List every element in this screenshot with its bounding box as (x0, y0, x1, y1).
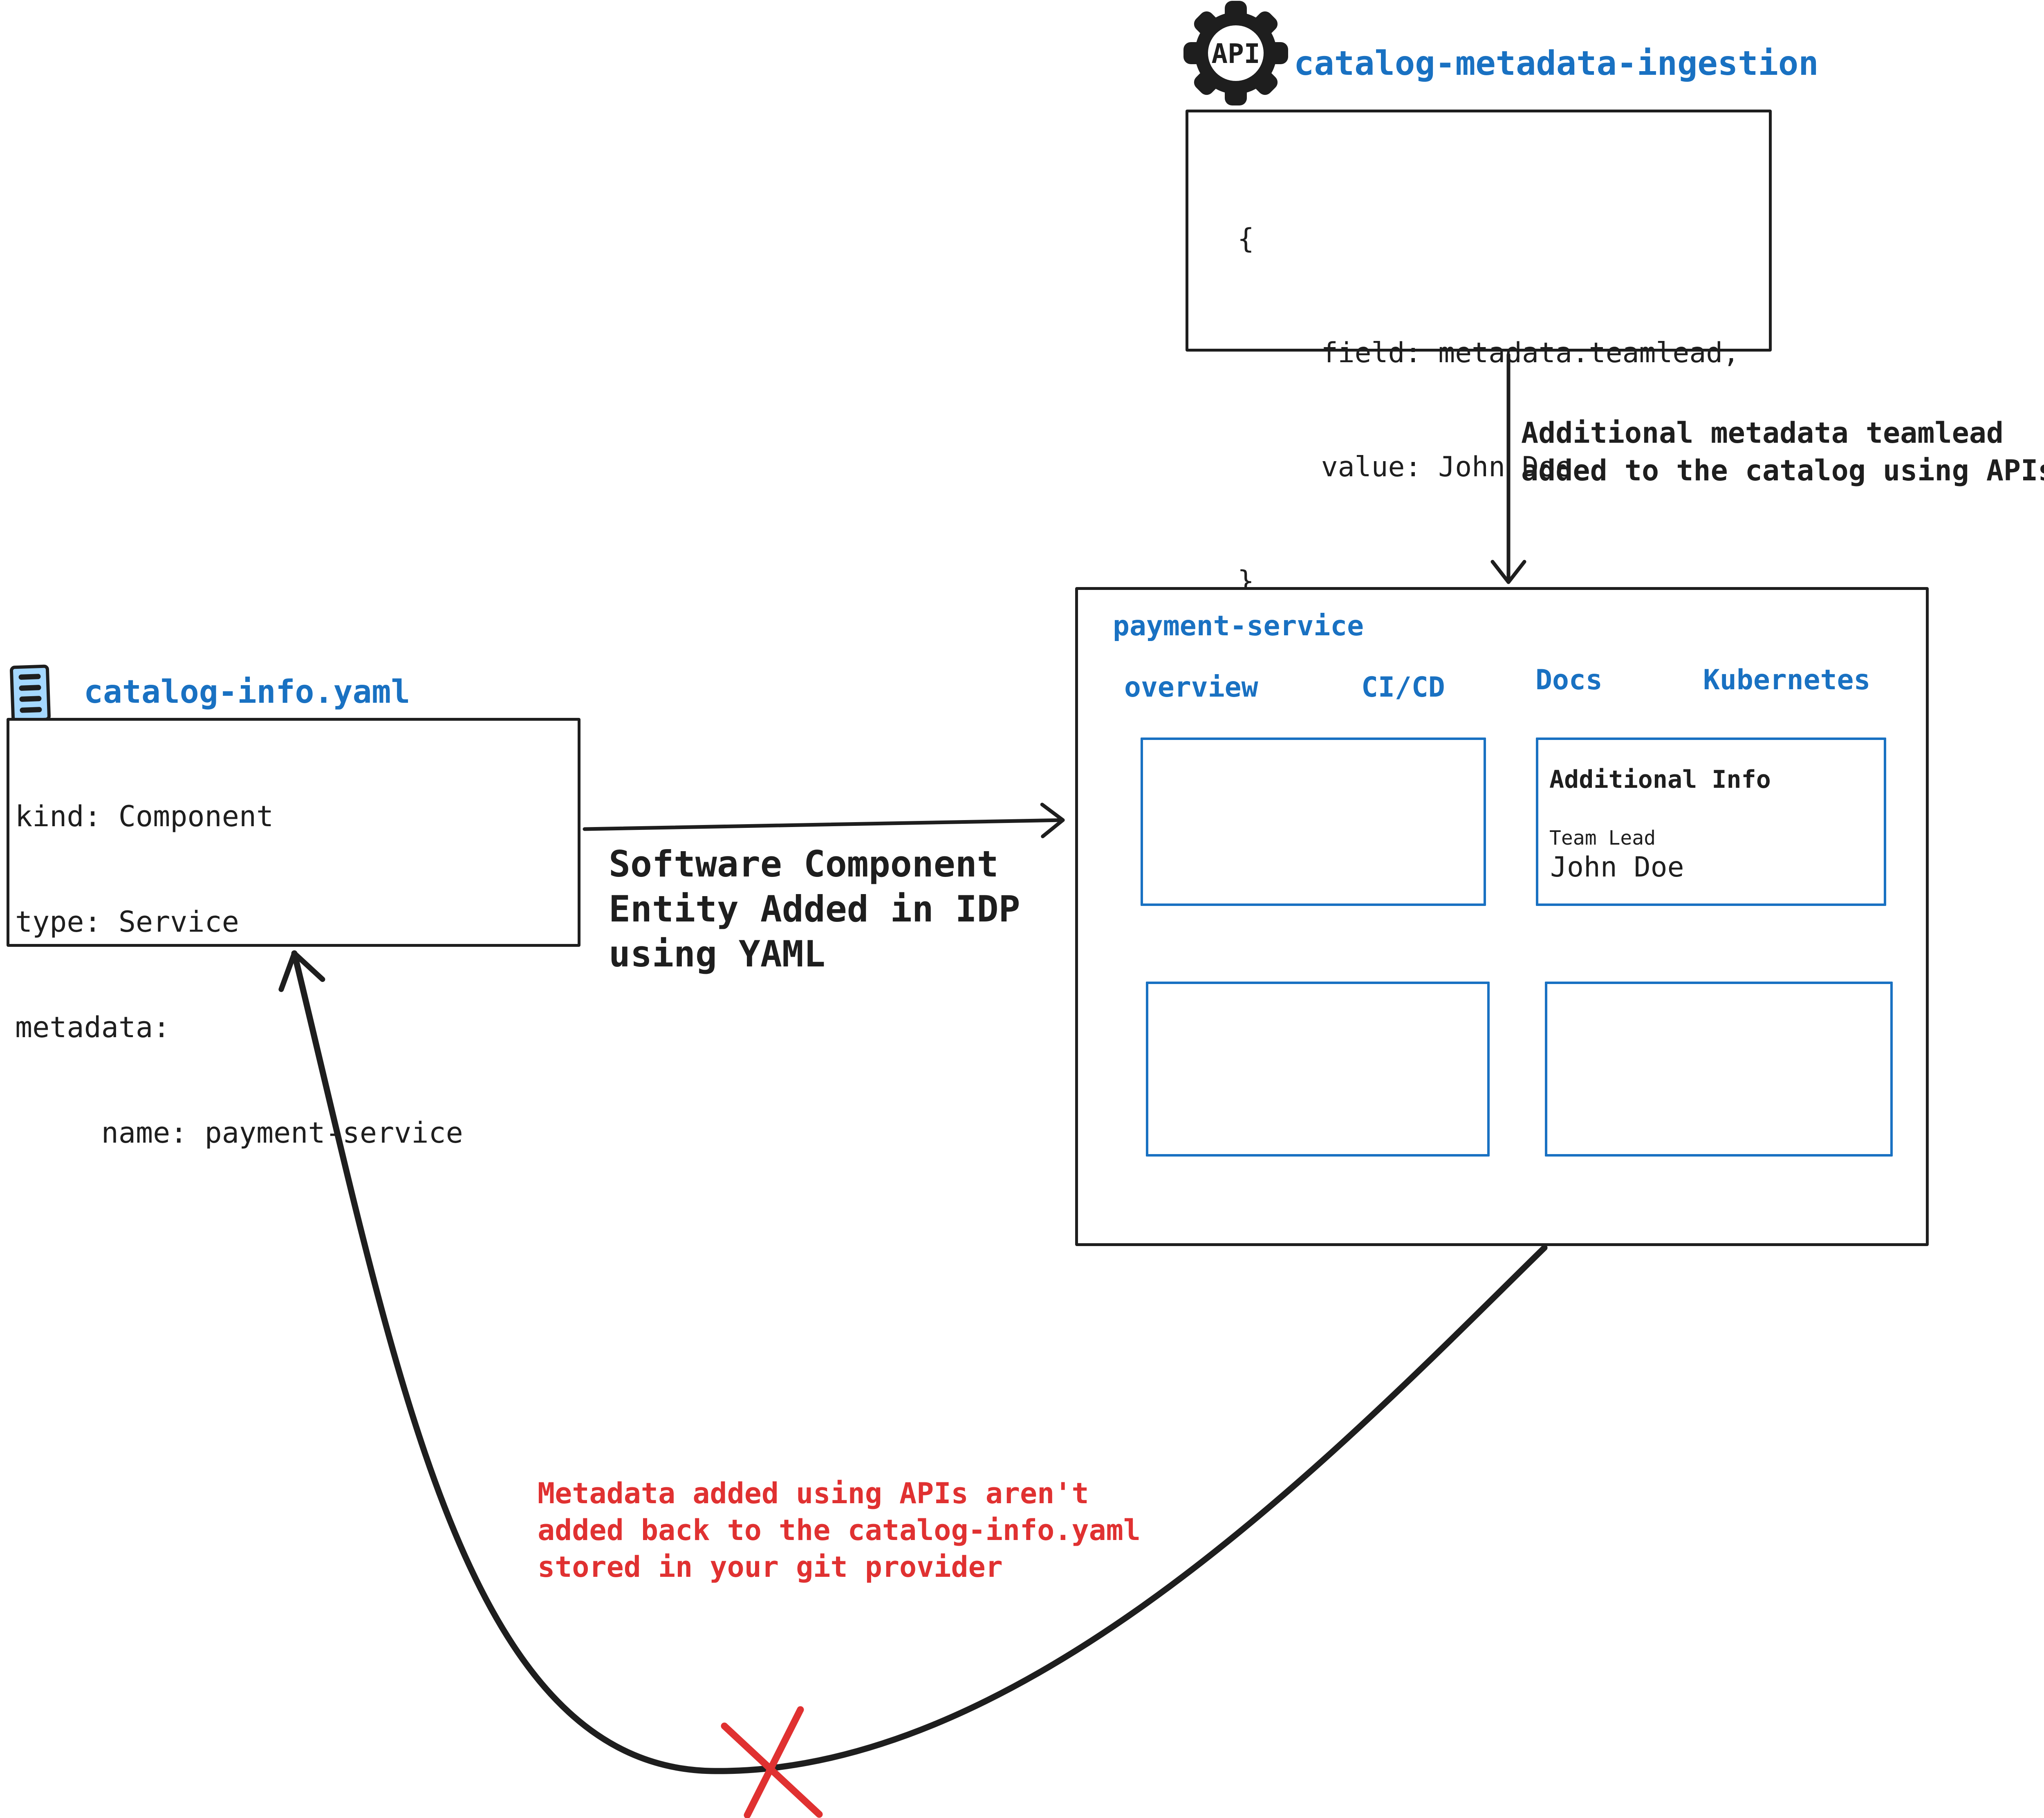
additional-info-heading: Additional Info (1549, 765, 1771, 794)
yaml-file-icon (9, 664, 51, 722)
yaml-file-title: catalog-info.yaml (84, 674, 410, 711)
api-code-box (1186, 110, 1772, 352)
api-code-line: field: metadata.teamlead, (1237, 337, 1740, 369)
yaml-code-line: kind: Component (15, 800, 274, 833)
yaml-code-line: type: Service (15, 905, 239, 939)
tab-kubernetes: Kubernetes (1703, 664, 1871, 696)
yaml-code-line: metadata: (15, 1011, 170, 1044)
warning-note-line3: stored in your git provider (538, 1550, 1003, 1584)
yaml-to-idp-arrow (583, 803, 1065, 838)
idp-panel-bottom-left (1146, 982, 1490, 1157)
warning-note-line2: added back to the catalog-info.yaml (538, 1513, 1141, 1547)
yaml-arrow-label-line3: using YAML (609, 933, 825, 975)
api-service-title: catalog-metadata-ingestion (1294, 44, 1819, 83)
api-code-line: value: John Doe (1237, 451, 1572, 483)
blocked-x-icon (721, 1706, 823, 1818)
tab-docs: Docs (1535, 664, 1602, 696)
idp-panel-additional-info (1536, 738, 1886, 906)
warning-note-line1: Metadata added using APIs aren't (538, 1477, 1089, 1510)
team-lead-label: Team Lead (1549, 827, 1656, 850)
yaml-arrow-label-line2: Entity Added in IDP (609, 888, 1020, 930)
api-icon-label: API (1211, 38, 1260, 69)
api-arrow-label-line1: Additional metadata teamlead (1521, 416, 2004, 450)
tab-cicd: CI/CD (1361, 671, 1445, 704)
idp-window-title: payment-service (1113, 610, 1364, 642)
idp-panel-top-left (1141, 738, 1486, 906)
api-arrow-label-line2: added to the catalog using APIs (1521, 454, 2044, 487)
api-gear-icon: API (1183, 1, 1288, 105)
team-lead-value: John Doe (1550, 851, 1684, 883)
yaml-code: kind: Component type: Service metadata: … (15, 729, 463, 1221)
idp-panel-bottom-right (1545, 982, 1893, 1157)
api-code: { field: metadata.teamlead, value: John … (1237, 144, 1739, 676)
api-code-line: { (1237, 223, 1254, 255)
yaml-code-line: name: payment-service (15, 1116, 463, 1150)
tab-overview: overview (1124, 671, 1258, 704)
yaml-code-box (7, 718, 580, 947)
yaml-arrow-label-line1: Software Component (609, 843, 999, 885)
